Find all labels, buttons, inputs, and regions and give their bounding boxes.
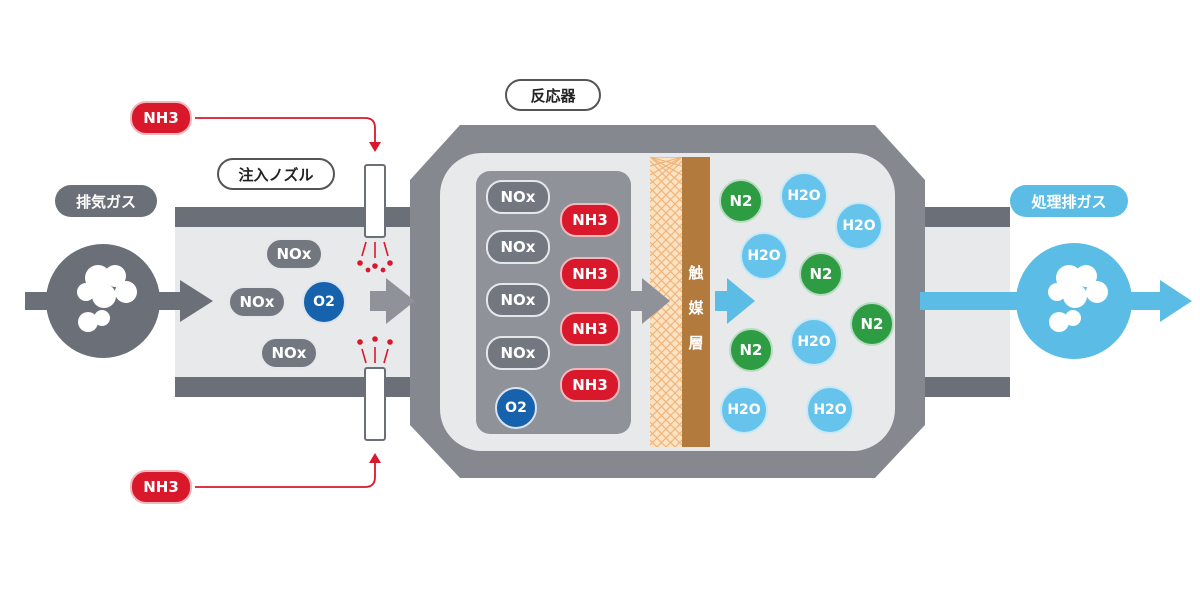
catalyst-char: 媒	[688, 299, 704, 317]
catalyst-char: 触	[688, 264, 704, 282]
n2-molecule: N2	[719, 179, 763, 223]
nox-molecule: NOx	[486, 180, 550, 214]
h2o-molecule: H2O	[720, 386, 768, 434]
nox-molecule: NOx	[486, 283, 550, 317]
h2o-molecule: H2O	[835, 202, 883, 250]
n2-molecule: N2	[729, 328, 773, 372]
h2o-molecule: H2O	[806, 386, 854, 434]
nh3-molecule: NH3	[560, 203, 620, 237]
nh3-molecule: NH3	[560, 257, 620, 291]
nh3-feed-line-bottom	[195, 453, 381, 488]
nozzle-label: 注入ノズル	[217, 158, 335, 190]
nox-molecule: NOx	[486, 336, 550, 370]
arrow-right-icon	[370, 278, 415, 324]
nh3-molecule: NH3	[560, 368, 620, 402]
catalyst-layer-label: 触 媒 層	[685, 255, 707, 360]
h2o-molecule: H2O	[790, 318, 838, 366]
h2o-molecule: H2O	[740, 232, 788, 280]
treated-gas-label: 処理排ガス	[1010, 185, 1128, 217]
nh3-feed-top: NH3	[130, 101, 192, 135]
nh3-feed-bottom: NH3	[130, 470, 192, 504]
h2o-molecule: H2O	[780, 172, 828, 220]
exhaust-gas-label: 排気ガス	[55, 185, 157, 217]
nh3-molecule: NH3	[560, 312, 620, 346]
spray-icon	[357, 241, 393, 364]
arrow-right-icon	[715, 278, 755, 324]
n2-molecule: N2	[850, 302, 894, 346]
n2-molecule: N2	[799, 252, 843, 296]
o2-molecule: O2	[495, 387, 537, 429]
o2-molecule: O2	[302, 280, 346, 324]
nox-molecule: NOx	[228, 286, 286, 318]
reactor-label: 反応器	[505, 79, 601, 111]
nox-molecule: NOx	[260, 337, 318, 369]
nox-molecule: NOx	[486, 230, 550, 264]
smoke-icon-clean	[1016, 243, 1132, 359]
catalyst-char: 層	[688, 334, 704, 352]
injection-nozzle-top	[364, 164, 386, 238]
arrow-right-icon	[630, 278, 670, 324]
smoke-icon-dirty	[46, 244, 160, 358]
injection-nozzle-bottom	[364, 367, 386, 441]
nh3-feed-line-top	[195, 117, 381, 152]
nox-molecule: NOx	[265, 238, 323, 270]
